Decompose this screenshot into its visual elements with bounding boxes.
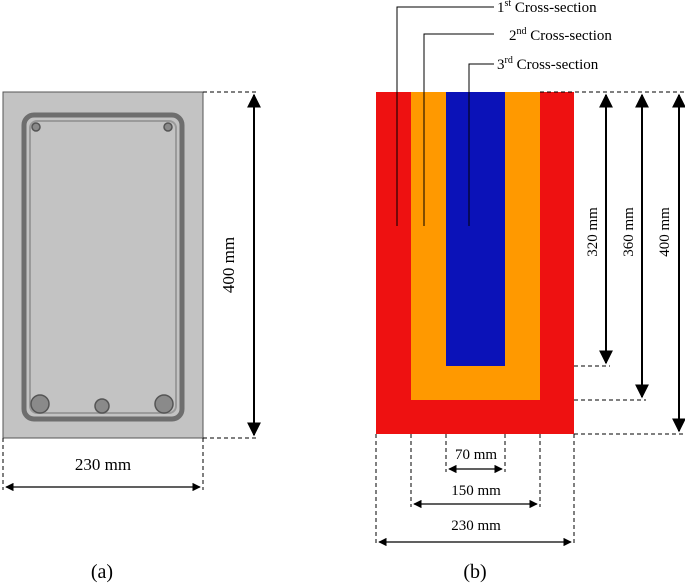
width-label-70: 70 mm bbox=[455, 447, 497, 463]
concrete-section bbox=[2, 91, 204, 439]
height-label-400: 400 mm bbox=[657, 207, 673, 257]
width-label-230: 230 mm bbox=[451, 518, 501, 534]
width-label-150: 150 mm bbox=[451, 483, 501, 499]
panel-a-caption: (a) bbox=[91, 561, 113, 583]
bottom-rebar-left bbox=[30, 394, 50, 414]
third-cross-section-area bbox=[446, 92, 505, 366]
second-section-label: 2nd Cross-section bbox=[509, 26, 612, 44]
first-section-label: 1st Cross-section bbox=[497, 0, 597, 16]
leader-line-second bbox=[423, 33, 494, 226]
leader-line-first bbox=[396, 6, 494, 226]
panel-a: 400 mm 230 mm (a) bbox=[2, 91, 261, 583]
bottom-rebar-middle bbox=[94, 398, 110, 414]
leader-line-third bbox=[468, 63, 494, 226]
height-label-320: 320 mm bbox=[585, 207, 601, 257]
bottom-rebar-right bbox=[154, 394, 174, 414]
stirrup-outer bbox=[21, 112, 185, 422]
height-label: 400 mm bbox=[219, 237, 238, 293]
width-label: 230 mm bbox=[75, 455, 131, 474]
top-rebar-left bbox=[31, 122, 41, 132]
panel-b-caption: (b) bbox=[463, 561, 486, 583]
top-rebar-right bbox=[163, 122, 173, 132]
third-section-label: 3rd Cross-section bbox=[497, 55, 599, 73]
panel-b: 1st Cross-section 2nd Cross-section 3rd … bbox=[375, 0, 685, 583]
height-label-360: 360 mm bbox=[621, 207, 637, 257]
